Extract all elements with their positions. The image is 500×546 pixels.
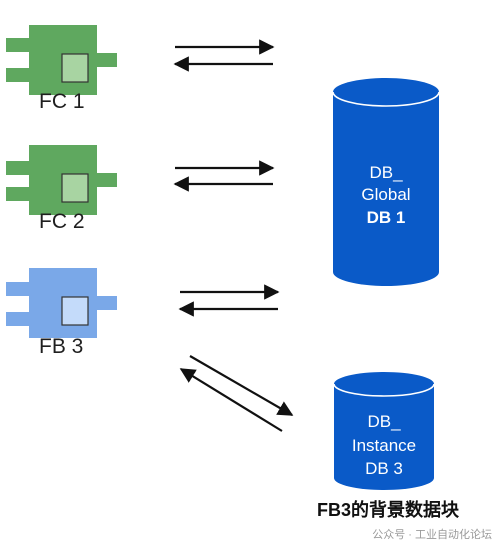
instance-db-body [334, 384, 434, 490]
fc1-input-pin-top [6, 38, 32, 52]
instance-db-line2: Instance [352, 436, 416, 455]
fb3-diag-arrow-up [179, 368, 283, 432]
fb3-input-pin-top [6, 282, 32, 296]
fc1-block: FC 1 [6, 25, 117, 113]
instance-db-caption: FB3的背景数据块 [317, 499, 460, 520]
global-db-line2: Global [361, 185, 410, 204]
instance-db-rim [333, 383, 435, 397]
fb3-block: FB 3 [6, 268, 117, 358]
fc1-output-pin [95, 53, 117, 67]
fc2-db-arrows [173, 160, 275, 192]
fb3-instance-arrows [179, 355, 294, 432]
global-db-top [333, 78, 439, 106]
fc2-inner-square [61, 173, 89, 203]
fc2-label: FC 2 [39, 210, 85, 233]
fc2-input-pin-top [6, 161, 32, 175]
instance-db-line3: DB 3 [365, 459, 403, 478]
fc1-inner-square [61, 53, 89, 83]
global-db-cylinder: DB_ Global DB 1 [332, 78, 440, 286]
fc2-block: FC 2 [6, 145, 117, 233]
global-db-rim [332, 91, 440, 107]
instance-db-top [334, 372, 434, 396]
global-db-line3: DB 1 [367, 208, 406, 227]
instance-db-cylinder: DB_ Instance DB 3 [333, 372, 435, 490]
global-db-body [333, 92, 439, 286]
fb3-output-pin [95, 296, 117, 310]
fb3-global-arrows [178, 284, 280, 317]
fb3-diag-arrow-down [189, 355, 294, 416]
global-db-line1: DB_ [369, 163, 403, 182]
fb3-inner-square [61, 296, 89, 326]
fb3-label: FB 3 [39, 335, 83, 358]
fb3-input-pin-bottom [6, 312, 32, 326]
fc2-output-pin [95, 173, 117, 187]
fc1-label: FC 1 [39, 90, 85, 113]
instance-db-line1: DB_ [367, 412, 401, 431]
watermark: 公众号 · 工业自动化论坛 [372, 527, 492, 541]
fc1-input-pin-bottom [6, 68, 32, 82]
fc1-db-arrows [173, 39, 275, 72]
fc2-input-pin-bottom [6, 187, 32, 201]
